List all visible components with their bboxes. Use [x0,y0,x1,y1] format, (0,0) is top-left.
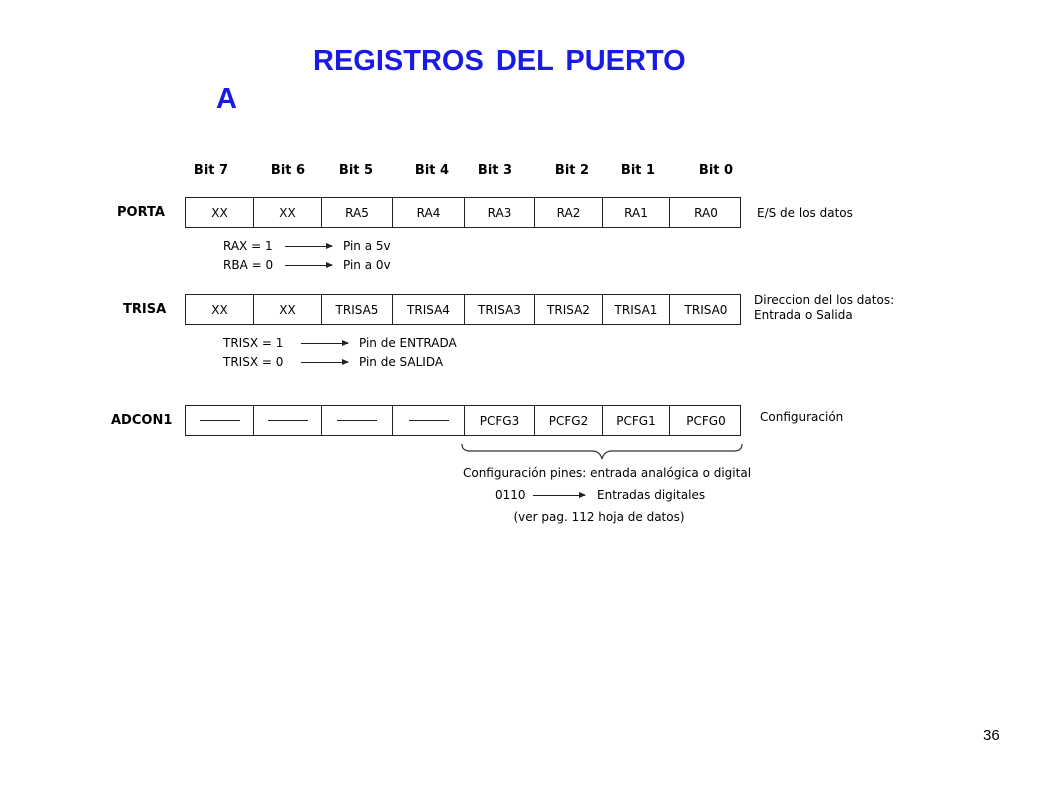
dash-mark [199,420,240,421]
config-code: 0110 [495,488,526,502]
bit-header: Bit 2 [554,163,590,178]
bit-header: Bit 5 [338,163,374,178]
register-cell: PCFG3 [465,406,535,435]
dash-mark [267,420,308,421]
config-description: Configuración pines: entrada analógica o… [462,466,752,480]
register-row-trisa: XX XX TRISA5 TRISA4 TRISA3 TRISA2 TRISA1… [185,294,741,325]
slide-title: REGISTROS DEL PUERTO [313,45,686,77]
register-cell: XX [186,198,254,227]
register-cell: TRISA4 [393,295,465,324]
page-number: 36 [983,727,1000,744]
bit-header: Bit 3 [477,163,513,178]
arrow-right-icon [285,262,333,268]
dash-mark [408,420,449,421]
register-cell-unused [186,406,254,435]
bit-header: Bit 0 [698,163,734,178]
mapping-left: TRISX = 0 [223,355,284,369]
register-name-porta: PORTA [117,205,165,220]
register-cell: TRISA1 [603,295,670,324]
register-cell: RA4 [393,198,465,227]
register-cell: RA2 [535,198,603,227]
arrow-right-icon [301,340,349,346]
register-cell: RA5 [322,198,393,227]
register-cell: TRISA0 [684,302,728,317]
register-cell: RA3 [465,198,535,227]
register-name-adcon1: ADCON1 [111,413,173,428]
register-row-porta: XX XX RA5 RA4 RA3 RA2 RA1 RA0 [185,197,741,228]
register-description-trisa: Direccion del los datos: Entrada o Salid… [754,293,894,323]
mapping-left: TRISX = 1 [223,336,284,350]
dash-mark [337,420,377,421]
register-cell: TRISA2 [535,295,603,324]
register-cell: PCFG1 [603,406,670,435]
arrow-right-icon [533,492,586,498]
arrow-right-icon [285,243,333,249]
mapping-right: Pin de SALIDA [359,355,444,369]
arrow-right-icon [301,359,349,365]
register-description-porta: E/S de los datos [757,206,853,220]
register-cell: PCFG0 [686,413,726,428]
description-line: Direccion del los datos: [754,293,895,307]
register-cell: RA0 [694,205,718,220]
curly-brace-icon [461,443,743,460]
bit-header: Bit 4 [414,163,450,178]
register-cell: PCFG2 [535,406,603,435]
config-reference: (ver pag. 112 hoja de datos) [513,510,685,524]
register-cell: TRISA5 [322,295,393,324]
bit-header: Bit 7 [193,163,229,178]
register-description-adcon1: Configuración [760,410,844,424]
register-cell: TRISA3 [465,295,535,324]
register-cell-unused [254,406,322,435]
register-cell: XX [254,295,322,324]
bit-header: Bit 1 [620,163,656,178]
register-name-trisa: TRISA [123,302,167,317]
register-cell: RA1 [603,198,670,227]
config-code-meaning: Entradas digitales [597,488,706,502]
slide-title-continuation: A [216,83,237,115]
mapping-left: RBA = 0 [223,258,274,272]
mapping-right: Pin de ENTRADA [359,336,457,350]
description-line: Entrada o Salida [754,308,853,322]
bit-header: Bit 6 [270,163,306,178]
register-cell: XX [254,198,322,227]
mapping-right: Pin a 5v [343,239,391,253]
register-cell: XX [186,295,254,324]
mapping-right: Pin a 0v [343,258,391,272]
register-cell-unused [322,406,393,435]
mapping-left: RAX = 1 [223,239,273,253]
register-row-adcon1: PCFG3 PCFG2 PCFG1 PCFG0 [185,405,741,436]
register-cell-unused [393,406,465,435]
